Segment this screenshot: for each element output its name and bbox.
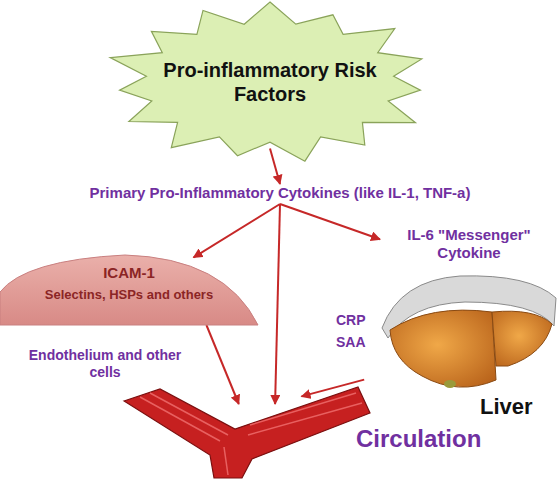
adhesion-mound: ICAM-1Selectins, HSPs and othersEndothel… — [0, 250, 258, 325]
adhesion-mound-text: Selectins, HSPs and others — [10, 287, 248, 303]
risk-factor-star: Pro-inflammatory Risk Factors — [100, 0, 440, 165]
arrow-connector — [275, 204, 280, 404]
vessel-highlight — [224, 447, 228, 475]
vessel-highlight — [248, 403, 362, 435]
circulation-vessel-text: Circulation — [356, 425, 486, 454]
circulation-vessel: Circulation — [120, 385, 450, 480]
starburst — [110, 2, 422, 161]
risk-factor-star-text: Pro-inflammatory Risk Factors — [155, 58, 385, 106]
arrow-connector — [194, 204, 281, 258]
liver-left-lobe — [492, 311, 552, 366]
liver-organ-text: Liver — [480, 394, 550, 420]
cytokine-label: Primary Pro-Inflammatory Cytokines (like… — [15, 184, 545, 204]
star-outline — [100, 0, 440, 165]
gallbladder — [444, 380, 456, 388]
liver-organ-text: CRP — [336, 312, 380, 329]
liver-right-lobe — [390, 310, 496, 387]
adhesion-mound-text: ICAM-1 — [10, 264, 248, 282]
arrow-connector — [206, 325, 238, 404]
liver-organ-text: SAA — [336, 334, 380, 351]
cytokine-label-text: Primary Pro-Inflammatory Cytokines (like… — [15, 184, 545, 202]
arrow-connector — [280, 204, 380, 239]
endothelium-mound — [0, 255, 258, 325]
vessel-highlight — [150, 393, 228, 435]
adhesion-mound-text: Endothelium and other cells — [25, 347, 185, 381]
blood-vessel — [124, 387, 370, 478]
messenger-cytokine-text: IL-6 "Messenger" Cytokine — [380, 226, 558, 262]
vessel-highlight — [140, 397, 220, 441]
messenger-cytokine: IL-6 "Messenger" Cytokine — [380, 226, 558, 264]
arrow-connector — [270, 149, 280, 185]
